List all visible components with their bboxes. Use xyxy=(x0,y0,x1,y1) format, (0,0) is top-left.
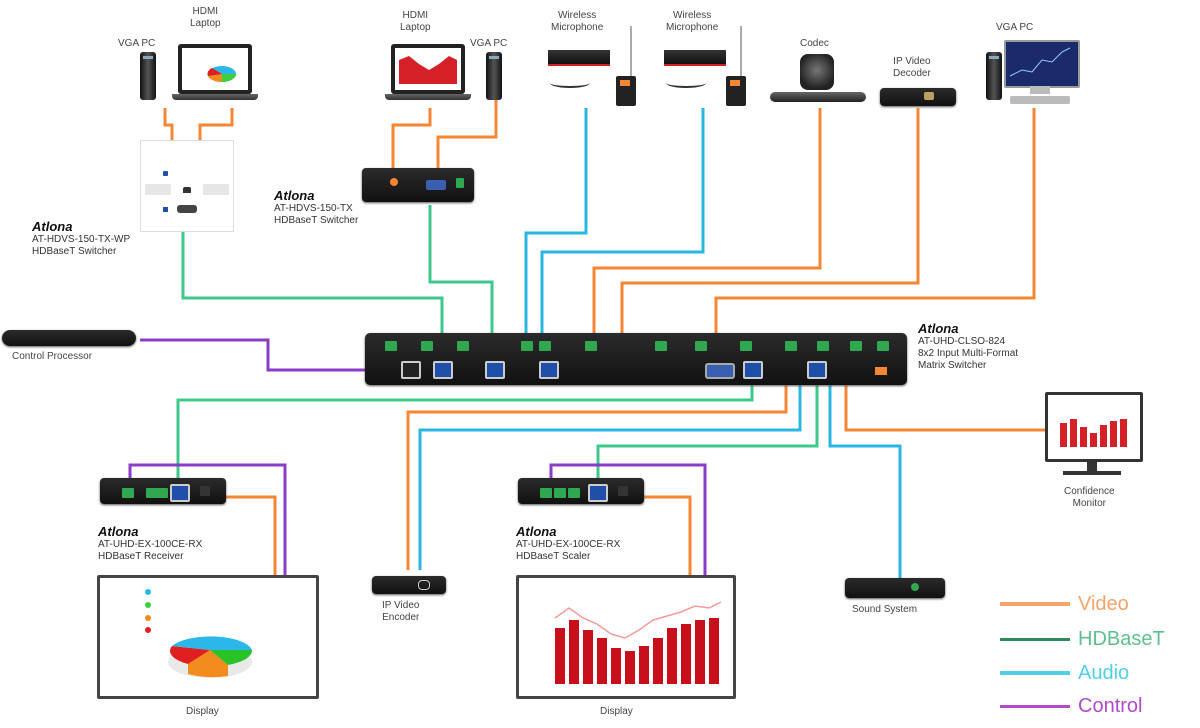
audio-wires xyxy=(418,108,902,580)
wire-video-matrix-confidence xyxy=(844,380,1045,432)
hdbaset-switcher-tx-device xyxy=(362,168,474,202)
wire-audio-matrix-sound xyxy=(828,355,902,580)
laptop-1-icon xyxy=(172,44,258,102)
matrix-hdbt-port-3 xyxy=(539,361,559,379)
label-control-processor: Control Processor xyxy=(12,351,93,362)
legend-swatch-video xyxy=(1000,602,1070,606)
matrix-hdbt-port-2 xyxy=(485,361,505,379)
wallplate-switcher-device xyxy=(140,140,234,232)
line-chart-thumbnail xyxy=(1009,47,1071,77)
wire-hdbt-matrix-scaler xyxy=(596,380,819,488)
hdbaset-receiver-device xyxy=(100,478,226,504)
vga-pc-3-tower-icon xyxy=(986,52,1002,100)
wire-audio-mic2-matrix xyxy=(540,108,705,340)
matrix-vga-port xyxy=(705,363,735,379)
wire-video-codec-matrix xyxy=(592,108,822,360)
matrix-hdbt-out-2 xyxy=(807,361,827,379)
wire-video-receiver-display1 xyxy=(225,495,277,575)
display-1 xyxy=(97,575,319,699)
label-sound-system: Sound System xyxy=(852,604,918,615)
label-wireless-mic-1: Wireless Microphone xyxy=(551,10,604,33)
codec-camera-icon xyxy=(770,52,866,106)
laptop-2-icon xyxy=(385,44,471,102)
label-display-2: Display xyxy=(600,706,633,717)
hdbaset-wires xyxy=(176,205,819,488)
wire-hdbt-matrix-receiver xyxy=(176,380,754,488)
wire-video-decoder-matrix xyxy=(620,108,920,360)
ip-video-encoder-device xyxy=(372,576,446,594)
confidence-monitor-icon xyxy=(1045,392,1143,480)
label-confidence-monitor: Confidence Monitor xyxy=(1064,486,1115,509)
vga-pc-1-tower-icon xyxy=(140,52,156,100)
legend-swatch-audio xyxy=(1000,671,1070,675)
label-codec: Codec xyxy=(800,38,829,49)
vga-pc-2-tower-icon xyxy=(486,52,502,100)
wire-video-matrix-encoder xyxy=(406,380,788,570)
label-display-1: Display xyxy=(186,706,219,717)
wire-hdbt-switcher-matrix xyxy=(428,205,494,366)
label-vga-pc-3: VGA PC xyxy=(996,22,1034,33)
receiver-caption: Atlona AT-UHD-EX-100CE-RX HDBaseT Receiv… xyxy=(98,524,203,563)
label-hdmi-laptop-1: HDMI Laptop xyxy=(190,6,221,29)
area-chart-thumbnail xyxy=(399,56,457,84)
wireless-mic-1-icon xyxy=(546,26,638,106)
matrix-switcher-device xyxy=(365,333,907,385)
scaler-caption: Atlona AT-UHD-EX-100CE-RX HDBaseT Scaler xyxy=(516,524,621,563)
wire-hdbt-wallplate-matrix xyxy=(181,232,444,366)
label-ip-video-decoder: IP Video Decoder xyxy=(893,56,931,79)
wire-control-processor-matrix xyxy=(140,338,406,372)
display-2 xyxy=(516,575,736,699)
ip-video-decoder-device xyxy=(880,88,956,106)
matrix-power-port xyxy=(875,367,887,375)
wire-control-scaler-display2 xyxy=(549,463,707,575)
vga-pc-3-monitor-icon xyxy=(1004,40,1080,106)
label-vga-pc-2: VGA PC xyxy=(470,38,508,49)
label-hdmi-laptop-2: HDMI Laptop xyxy=(400,10,431,33)
sound-system-device xyxy=(845,578,945,598)
control-processor-device xyxy=(2,330,136,346)
legend-swatch-control xyxy=(1000,705,1070,708)
switcher-tx-caption: Atlona AT-HDVS-150-TX HDBaseT Switcher xyxy=(274,188,359,227)
matrix-hdbt-port-1 xyxy=(433,361,453,379)
wire-video-laptop2-switcher xyxy=(391,108,432,185)
label-vga-pc-1: VGA PC xyxy=(118,38,156,49)
display-1-pie-chart xyxy=(145,589,253,678)
wire-video-vgapc1-wallplate xyxy=(163,108,174,140)
legend-label-audio: Audio xyxy=(1078,662,1130,684)
wire-video-scaler-display2 xyxy=(642,495,692,575)
label-wireless-mic-2: Wireless Microphone xyxy=(666,10,719,33)
display-2-bar-chart xyxy=(554,601,722,684)
wire-control-receiver-display1 xyxy=(128,463,287,575)
legend-label-control: Control xyxy=(1078,695,1143,717)
wire-video-laptop1-wallplate xyxy=(198,108,234,140)
wire-audio-matrix-encoder xyxy=(418,355,802,570)
wire-audio-mic1-matrix xyxy=(524,108,588,340)
matrix-hdbt-out-1 xyxy=(743,361,763,379)
label-ip-video-encoder: IP Video Encoder xyxy=(382,600,420,623)
wire-video-vgapc2-switcher xyxy=(436,100,498,185)
hdbaset-scaler-device xyxy=(518,478,644,504)
matrix-caption: Atlona AT-UHD-CLSO-824 8x2 Input Multi-F… xyxy=(918,321,1019,372)
bar-chart-thumbnail xyxy=(1060,419,1127,447)
matrix-lan-port xyxy=(401,361,421,379)
video-wires xyxy=(163,100,1045,575)
legend-label-hdbaset: HDBaseT xyxy=(1078,628,1165,650)
wallplate-caption: Atlona AT-HDVS-150-TX-WP HDBaseT Switche… xyxy=(32,219,131,258)
control-wires xyxy=(128,338,707,575)
legend-swatch-hdbaset xyxy=(1000,638,1070,641)
pie-chart-thumbnail xyxy=(207,66,236,83)
wireless-mic-2-icon xyxy=(662,26,754,106)
legend-label-video: Video xyxy=(1078,593,1129,615)
